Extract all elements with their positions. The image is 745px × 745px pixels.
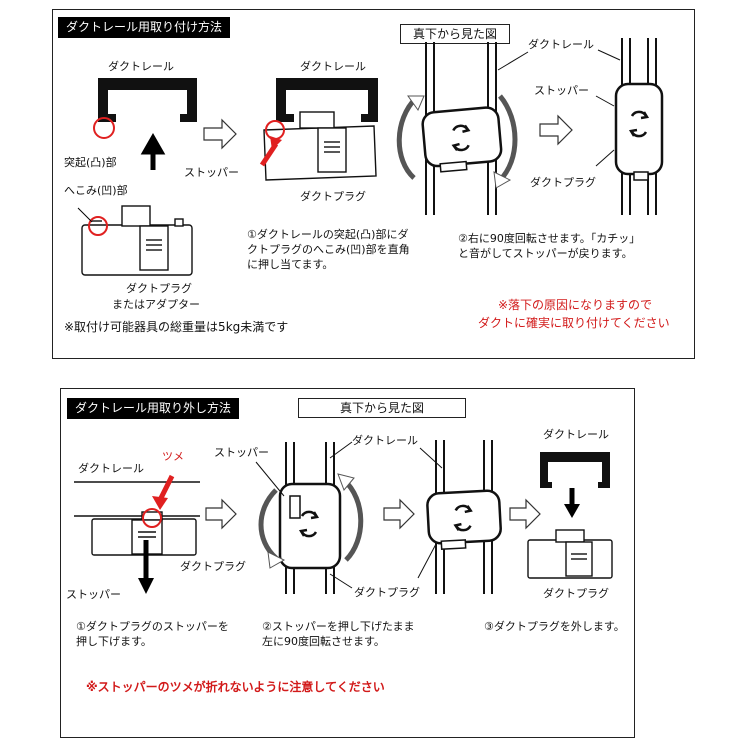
rotate-arrow-r2-right bbox=[342, 478, 364, 562]
r4-plug-label: ダクトプラグ bbox=[543, 587, 609, 600]
removal-step2-line1: ②ストッパーを押し下げたまま bbox=[262, 620, 415, 633]
claw-red-arrow bbox=[157, 474, 175, 502]
concave-highlight-circle bbox=[88, 216, 108, 236]
rail-section-fig2 bbox=[276, 78, 378, 122]
fig2-plug-label: ダクトプラグ bbox=[300, 190, 366, 203]
fig3-plug-label: ダクトプラグ bbox=[530, 176, 596, 189]
install-view-label: 真下から見た図 bbox=[400, 24, 510, 44]
fig1-rail-label: ダクトレール bbox=[108, 60, 174, 73]
fig1-plug-label-2: またはアダプター bbox=[112, 298, 200, 311]
r1-rail-label: ダクトレール bbox=[78, 462, 144, 475]
removal-panel bbox=[60, 388, 635, 738]
next-arrow-2 bbox=[539, 114, 573, 146]
fig1-stopper-label: ストッパー bbox=[184, 166, 239, 179]
removal-view-label: 真下から見た図 bbox=[298, 398, 466, 418]
install-step1-line2: クトプラグのへこみ(凹)部を直角 bbox=[247, 243, 410, 256]
install-step1-line1: ①ダクトレールの突起(凸)部にダ bbox=[247, 228, 409, 241]
rail-section-fig1 bbox=[98, 78, 197, 122]
rotate-arrow-r2-left bbox=[258, 488, 278, 560]
install-step1-line3: に押し当てます。 bbox=[247, 258, 334, 271]
install-warning-line2: ダクトに確実に取り付けてください bbox=[478, 316, 670, 330]
r2-stopper-label: ストッパー bbox=[214, 446, 269, 459]
removal-step3-line1: ③ダクトプラグを外します。 bbox=[484, 620, 625, 633]
install-header: ダクトレール用取り付け方法 bbox=[58, 17, 231, 38]
r1-plug-label: ダクトプラグ bbox=[180, 560, 246, 573]
up-arrow bbox=[140, 132, 166, 170]
next-arrow-r3 bbox=[509, 498, 541, 530]
convex-highlight-circle bbox=[93, 117, 115, 139]
install-step2-line2: と音がしてストッパーが戻ります。 bbox=[458, 247, 633, 260]
next-arrow-r2 bbox=[383, 498, 415, 530]
plug-fig2 bbox=[263, 111, 377, 181]
install-step2-line1: ②右に90度回転させます。「カチッ」 bbox=[458, 232, 641, 245]
r2-plug-label: ダクトプラグ bbox=[354, 586, 420, 599]
removal-step1-line2: 押し下げます。 bbox=[76, 635, 152, 648]
r1-stopper-label: ストッパー bbox=[66, 588, 121, 601]
plug-r4 bbox=[527, 529, 613, 579]
next-arrow-r1 bbox=[205, 498, 237, 530]
next-arrow-1 bbox=[203, 118, 237, 150]
fig2-rail-label: ダクトレール bbox=[300, 60, 366, 73]
rotate-arrow-left bbox=[396, 96, 418, 180]
removal-header: ダクトレール用取り外し方法 bbox=[67, 398, 240, 419]
weight-note: ※取付け可能器具の総重量は5kg未満です bbox=[64, 320, 289, 334]
claw-highlight-circle bbox=[142, 508, 162, 528]
fig1-plug-label-1: ダクトプラグ bbox=[126, 282, 192, 295]
install-panel bbox=[52, 9, 695, 359]
r1-claw-label: ツメ bbox=[162, 450, 184, 463]
removal-step2-line2: 左に90度回転させます。 bbox=[262, 635, 385, 648]
r2-rail-label: ダクトレール bbox=[352, 434, 418, 447]
rail-section-r4 bbox=[540, 452, 610, 488]
rotate-arrow-right bbox=[498, 94, 518, 182]
plug-bottom-r2 bbox=[278, 482, 342, 570]
plug-bottom-fig4 bbox=[614, 82, 664, 181]
plug-fig1 bbox=[81, 205, 193, 276]
install-warning-line1: ※落下の原因になりますので bbox=[498, 298, 653, 312]
fig1-convex-label: 突起(凸)部 bbox=[64, 156, 117, 169]
r4-rail-label: ダクトレール bbox=[543, 428, 609, 441]
fig3-rail-label: ダクトレール bbox=[528, 38, 594, 51]
removal-step1-line1: ①ダクトプラグのストッパーを bbox=[76, 620, 229, 633]
plug-bottom-r3 bbox=[426, 489, 502, 551]
fig3-stopper-label: ストッパー bbox=[534, 84, 589, 97]
fig1-concave-label: へこみ(凹)部 bbox=[64, 184, 128, 197]
plug-bottom-fig3 bbox=[421, 106, 503, 173]
removal-caution: ※ストッパーのツメが折れないように注意してください bbox=[86, 680, 385, 694]
